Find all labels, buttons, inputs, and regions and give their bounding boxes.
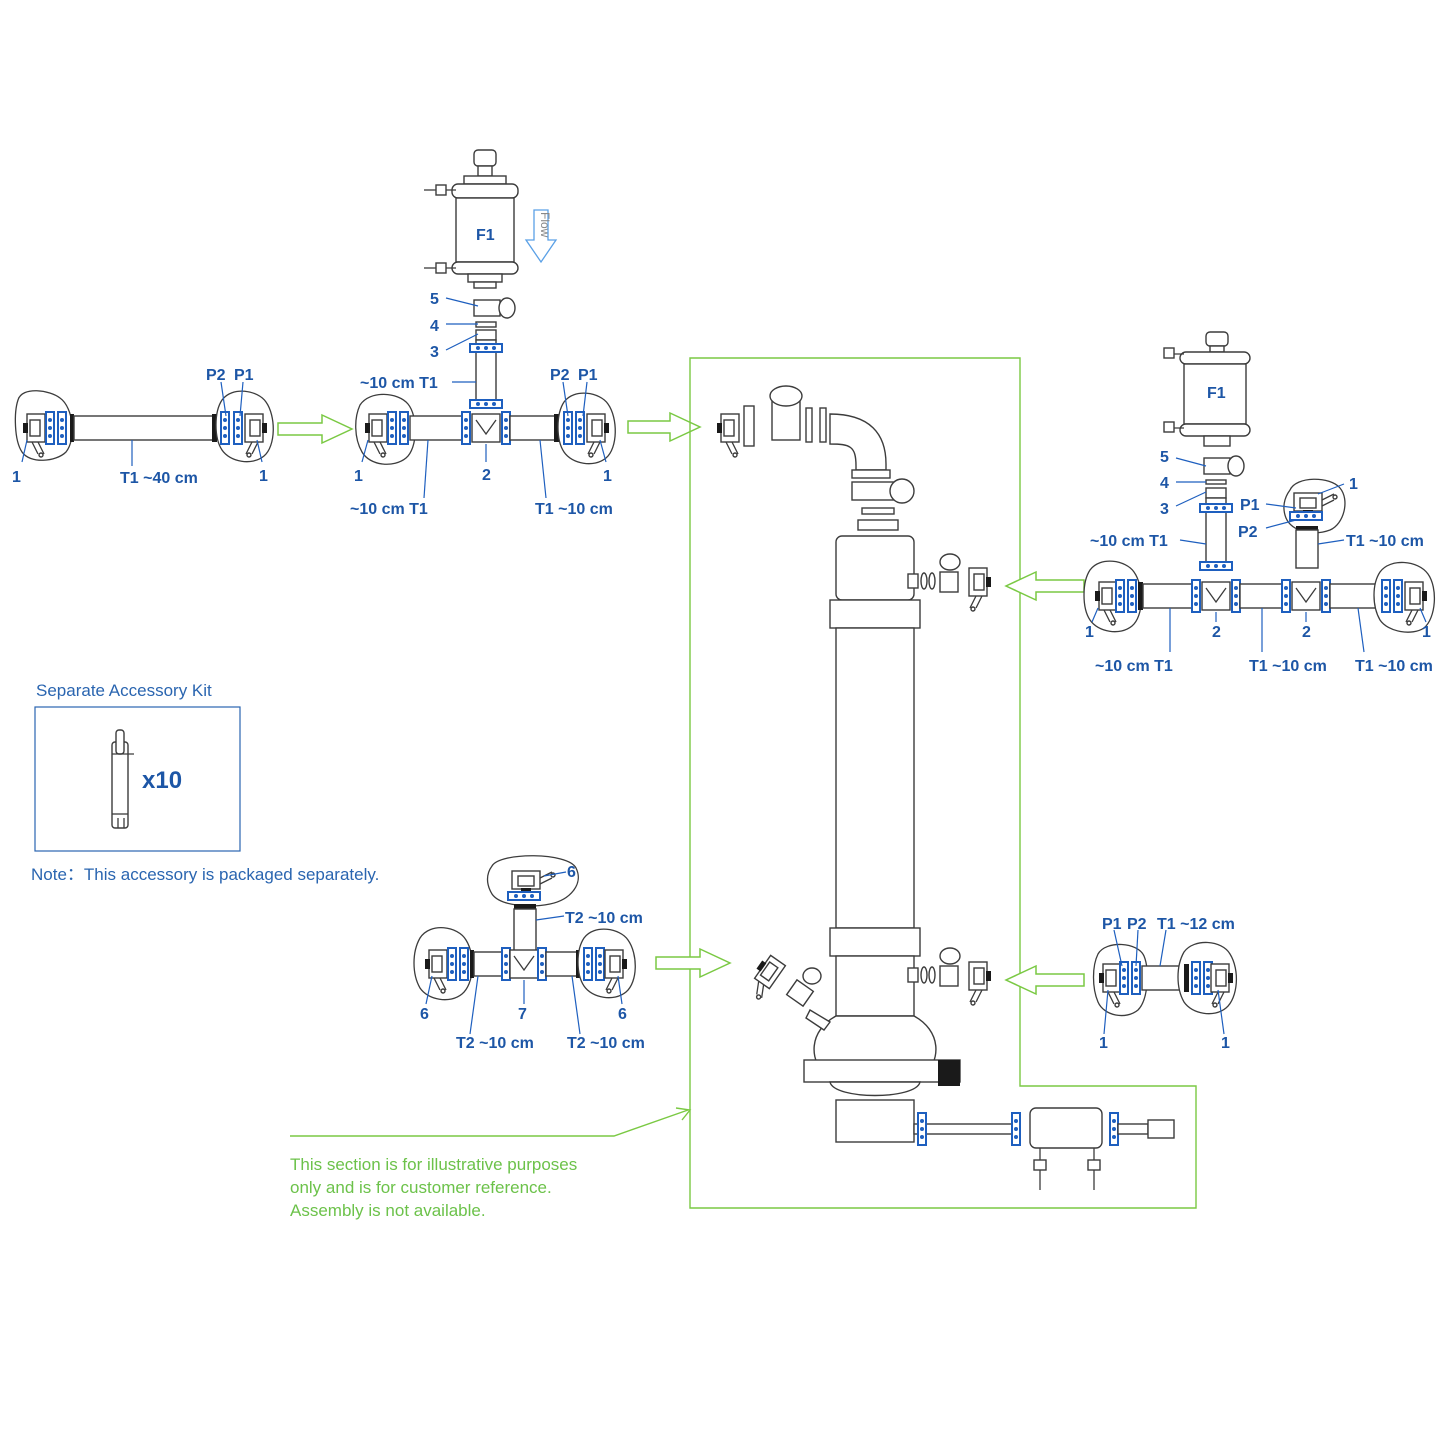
label-a-p1: P1 [234,367,254,384]
label-c-1-right: 1 [1422,624,1431,641]
label-b-3: 3 [430,344,439,361]
label-b-p1: P1 [578,367,598,384]
arrow-d-to-main [655,947,732,979]
illustrative-note-line3: Assembly is not available. [290,1201,486,1220]
elbow-fitting [829,413,887,471]
label-d-t2-right: T2 ~10 cm [567,1035,645,1052]
label-b-flow: Flow [538,212,552,238]
assembly-e: P1 P2 T1 ~12 cm 1 1 [1092,916,1237,1052]
label-e-1-right: 1 [1221,1035,1230,1052]
label-b-2: 2 [482,467,491,484]
label-c-f1: F1 [1207,385,1226,402]
label-d-6-top: 6 [567,864,576,881]
label-c-t1-bottom-left: ~10 cm T1 [1095,658,1173,675]
outlet-filter [1029,1107,1103,1149]
label-c-5: 5 [1160,449,1169,466]
arrow-e-to-main [1004,964,1085,996]
label-b-f1: F1 [476,227,495,244]
accessory-quantity: x10 [142,767,182,794]
label-c-1-left: 1 [1085,624,1094,641]
assembly-d: 6 T2 ~10 cm 6 7 6 T2 ~10 cm T2 ~10 cm [413,855,645,1052]
label-c-4: 4 [1160,475,1169,492]
label-c-p2: P2 [1238,524,1258,541]
label-c-t1-top-right: T1 ~10 cm [1346,533,1424,550]
label-a-1-right: 1 [259,468,268,485]
label-a-1-left: 1 [12,469,21,486]
label-b-1-right: 1 [603,468,612,485]
label-b-1-left: 1 [354,468,363,485]
column-tube [835,627,915,929]
accessory-box [34,706,241,852]
arrow-b-to-main [627,411,702,443]
arrow-a-to-b [277,413,354,445]
label-b-4: 4 [430,318,439,335]
label-c-3: 3 [1160,501,1169,518]
label-b-5: 5 [430,291,439,308]
label-a-t1: T1 ~40 cm [120,470,198,487]
label-c-2-b: 2 [1302,624,1311,641]
clamp-pin-icon [111,729,134,829]
illustrative-note-line2: only and is for customer reference. [290,1178,552,1197]
note-leader-line [290,1109,689,1137]
filter-f1-body [455,197,515,263]
label-c-t1-bottom-right: T1 ~10 cm [1355,658,1433,675]
label-d-7: 7 [518,1006,527,1023]
accessory-title: Separate Accessory Kit [36,681,212,700]
label-a-p2: P2 [206,367,226,384]
label-d-t2-left: T2 ~10 cm [456,1035,534,1052]
label-c-t1-bottom-mid: T1 ~10 cm [1249,658,1327,675]
label-b-t1-top: ~10 cm T1 [360,375,438,392]
label-b-t1-left: ~10 cm T1 [350,501,428,518]
label-d-6-right: 6 [618,1006,627,1023]
label-d-t2-top: T2 ~10 cm [565,910,643,927]
label-e-1-left: 1 [1099,1035,1108,1052]
assembly-c: F1 [1083,331,1435,675]
label-e-p2: P2 [1127,916,1147,933]
label-c-1-top: 1 [1349,476,1358,493]
illustrative-section-frame [689,357,1197,1209]
accessory-kit: Separate Accessory Kit x10 Note：This acc… [31,681,379,884]
assembly-a: 1 P2 P1 T1 ~40 cm 1 [12,367,274,487]
label-b-p2: P2 [550,367,570,384]
main-column [716,385,1175,1190]
label-c-p1: P1 [1240,497,1260,514]
label-e-p1: P1 [1102,916,1122,933]
label-e-t1: T1 ~12 cm [1157,916,1235,933]
flow-arrow-icon [524,209,558,264]
t1-tube-40cm [73,415,215,441]
illustrative-note-line1: This section is for illustrative purpose… [290,1155,577,1174]
arrow-c-to-main [1004,570,1085,602]
assembly-b: F1 Flow [350,149,616,518]
label-d-6-left: 6 [420,1006,429,1023]
accessory-note: Note：This accessory is packaged separate… [31,865,379,884]
label-b-t1-right: T1 ~10 cm [535,501,613,518]
label-c-t1-top-left: ~10 cm T1 [1090,533,1168,550]
label-c-2-a: 2 [1212,624,1221,641]
